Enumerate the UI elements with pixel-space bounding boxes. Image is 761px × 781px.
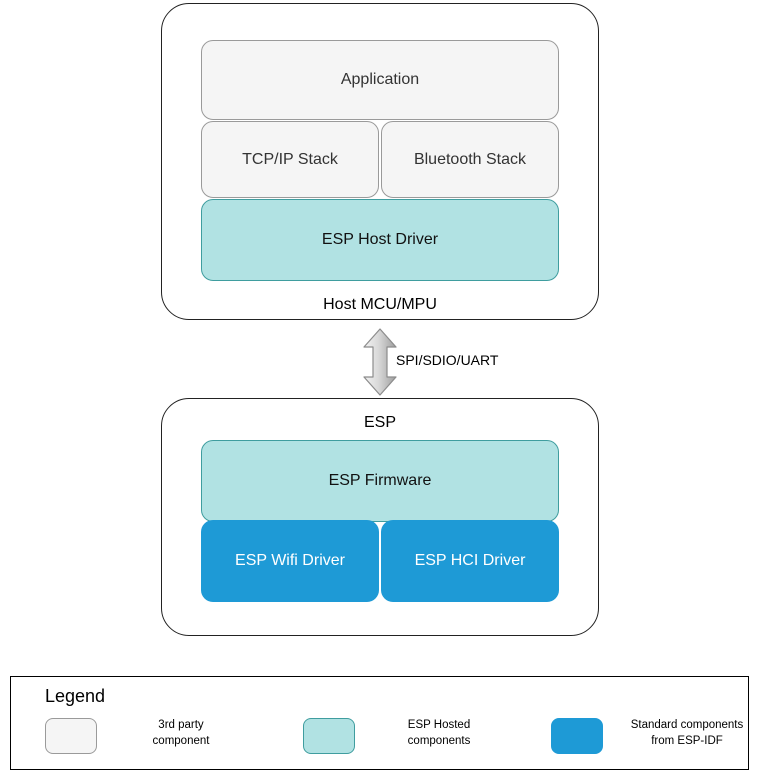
legend-swatch-esp-idf bbox=[551, 718, 603, 754]
legend-swatch-esp-hosted bbox=[303, 718, 355, 754]
legend-item-esp-idf: Standard components from ESP-IDF bbox=[551, 718, 751, 756]
legend-label-third-party: 3rd party component bbox=[152, 719, 210, 747]
double-headed-vertical-arrow-icon bbox=[363, 328, 397, 396]
block-esp-wifi-driver[interactable]: ESP Wifi Driver bbox=[201, 520, 379, 602]
legend-label-esp-idf: Standard components from ESP-IDF bbox=[630, 719, 744, 747]
block-esp-firmware-label: ESP Firmware bbox=[328, 472, 432, 489]
legend-label-esp-hosted: ESP Hosted components bbox=[407, 719, 471, 747]
host-mcu-label: Host MCU/MPU bbox=[323, 296, 437, 313]
legend-item-esp-hosted: ESP Hosted components bbox=[303, 718, 513, 756]
block-esp-hci-driver-label: ESP HCI Driver bbox=[414, 552, 526, 569]
block-esp-firmware[interactable]: ESP Firmware bbox=[201, 440, 559, 522]
block-bluetooth-stack[interactable]: Bluetooth Stack bbox=[381, 121, 559, 198]
block-tcpip-stack[interactable]: TCP/IP Stack bbox=[201, 121, 379, 198]
block-application[interactable]: Application bbox=[201, 40, 559, 120]
interconnect-arrow bbox=[362, 328, 398, 396]
block-tcpip-stack-label: TCP/IP Stack bbox=[242, 150, 338, 168]
legend-panel: Legend 3rd party component ESP Hosted co… bbox=[10, 676, 749, 770]
legend-swatch-third-party bbox=[45, 718, 97, 754]
block-esp-host-driver-label: ESP Host Driver bbox=[321, 231, 439, 248]
legend-item-third-party: 3rd party component bbox=[45, 718, 255, 756]
esp-label: ESP bbox=[363, 414, 396, 431]
interconnect-label: SPI/SDIO/UART bbox=[396, 352, 499, 368]
block-esp-host-driver[interactable]: ESP Host Driver bbox=[201, 199, 559, 281]
block-bluetooth-stack-label: Bluetooth Stack bbox=[413, 150, 527, 168]
block-esp-wifi-driver-label: ESP Wifi Driver bbox=[235, 552, 345, 569]
legend-title: Legend bbox=[45, 686, 106, 706]
block-esp-hci-driver[interactable]: ESP HCI Driver bbox=[381, 520, 559, 602]
block-application-label: Application bbox=[340, 71, 420, 88]
